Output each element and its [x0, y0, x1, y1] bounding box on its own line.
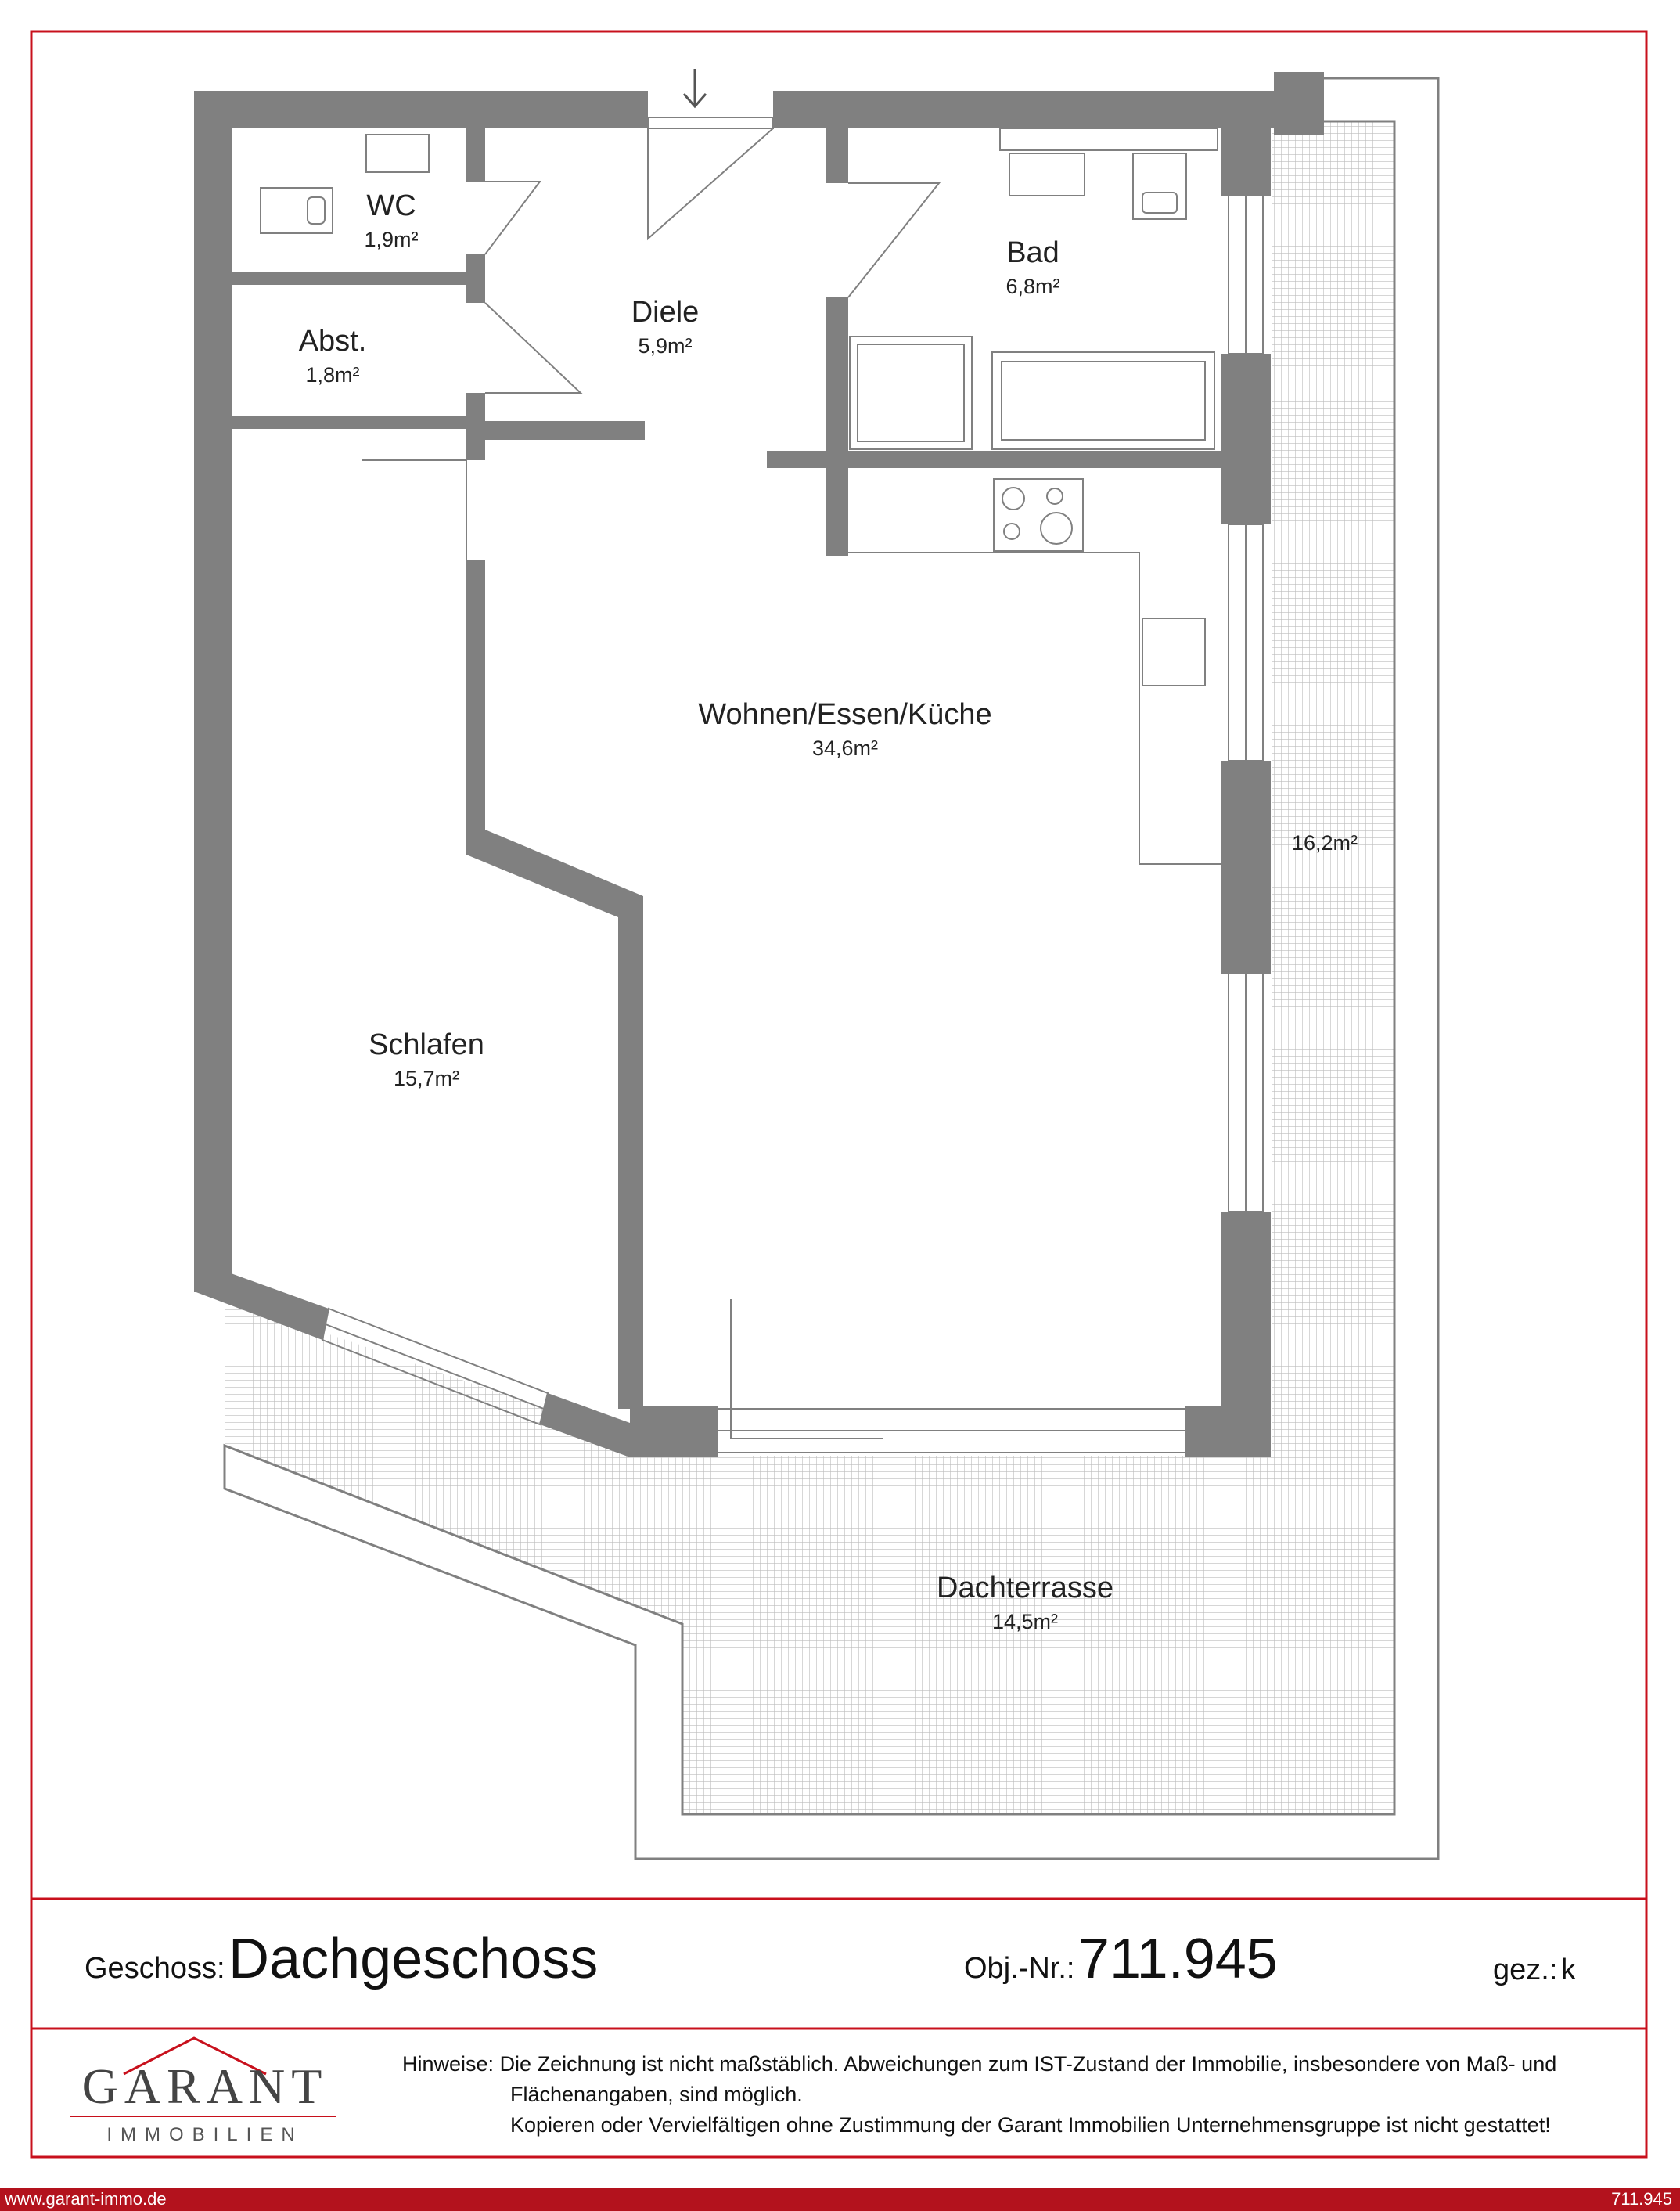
walls — [194, 72, 1324, 1457]
door-swings — [362, 128, 941, 1439]
bottom-bar: www.garant-immo.de 711.945 — [0, 2188, 1680, 2211]
room-bad: Bad 6,8m² — [970, 236, 1095, 299]
room-dachterrasse-name: Dachterrasse — [937, 1572, 1113, 1604]
obj-value: 711.945 — [1077, 1928, 1278, 1990]
gez-row: gez.: k — [1493, 1954, 1576, 1987]
gez-value: k — [1560, 1954, 1576, 1986]
geschoss-row: Geschoss: Dachgeschoss — [85, 1927, 598, 1991]
hinweise-line1: Die Zeichnung ist nicht maßstäblich. Abw… — [499, 2052, 1557, 2076]
room-schlafen-area: 15,7m² — [393, 1067, 460, 1090]
room-schlafen: Schlafen 15,7m² — [329, 1028, 524, 1091]
gez-label: gez.: — [1493, 1954, 1558, 1986]
entrance-arrow-icon — [682, 69, 707, 109]
room-diele-name: Diele — [631, 296, 700, 329]
kitchen-counter — [848, 552, 1221, 865]
room-wc-name: WC — [366, 189, 416, 222]
room-abst: Abst. 1,8m² — [274, 325, 391, 387]
hinweise-block: Hinweise: Die Zeichnung ist nicht maßstä… — [402, 2049, 1639, 2141]
fixtures — [260, 128, 1221, 865]
obj-row: Obj.-Nr.: 711.945 — [964, 1927, 1278, 1991]
bad-sink-icon — [1009, 153, 1085, 196]
room-wohnen-area: 34,6m² — [811, 736, 879, 760]
room-wc-area: 1,9m² — [364, 228, 419, 251]
room-dachterrasse-area: 14,5m² — [991, 1610, 1059, 1633]
windows — [321, 117, 1264, 1453]
logo-main: GARANT — [81, 2058, 329, 2114]
hinweise-label: Hinweise: — [402, 2052, 495, 2076]
geschoss-value: Dachgeschoss — [228, 1928, 599, 1990]
room-abst-name: Abst. — [298, 325, 367, 358]
room-diele: Diele 5,9m² — [603, 296, 728, 358]
garant-logo: GARANT IMMOBILIEN — [69, 2058, 341, 2146]
frame-border — [30, 30, 1648, 2159]
room-bad-area: 6,8m² — [1005, 275, 1060, 298]
room-diele-area: 5,9m² — [638, 334, 693, 358]
hinweise-line2: Flächenangaben, sind möglich. — [510, 2083, 803, 2106]
hinweise-line3: Kopieren oder Vervielfältigen ohne Zusti… — [510, 2113, 1551, 2137]
website-link[interactable]: www.garant-immo.de — [5, 2189, 167, 2209]
room-schlafen-name: Schlafen — [369, 1028, 484, 1061]
kitchen-sink-icon — [1142, 618, 1206, 686]
wc-sink-icon — [365, 134, 430, 173]
balcony-side-area: 16,2m² — [1291, 831, 1358, 855]
room-bad-name: Bad — [1006, 236, 1059, 269]
room-wc: WC 1,9m² — [344, 189, 438, 252]
logo-roof-icon — [70, 2036, 336, 2117]
terrace-area — [223, 77, 1440, 1860]
obj-label: Obj.-Nr.: — [964, 1952, 1075, 1985]
room-abst-area: 1,8m² — [305, 363, 360, 387]
room-wohnen: Wohnen/Essen/Küche 34,6m² — [657, 698, 1033, 761]
logo-sub: IMMOBILIEN — [106, 2124, 304, 2145]
geschoss-label: Geschoss: — [85, 1952, 225, 1985]
bottom-ref: 711.945 — [1611, 2189, 1672, 2209]
room-dachterrasse: Dachterrasse 14,5m² — [900, 1572, 1150, 1634]
room-wohnen-name: Wohnen/Essen/Küche — [698, 698, 992, 731]
